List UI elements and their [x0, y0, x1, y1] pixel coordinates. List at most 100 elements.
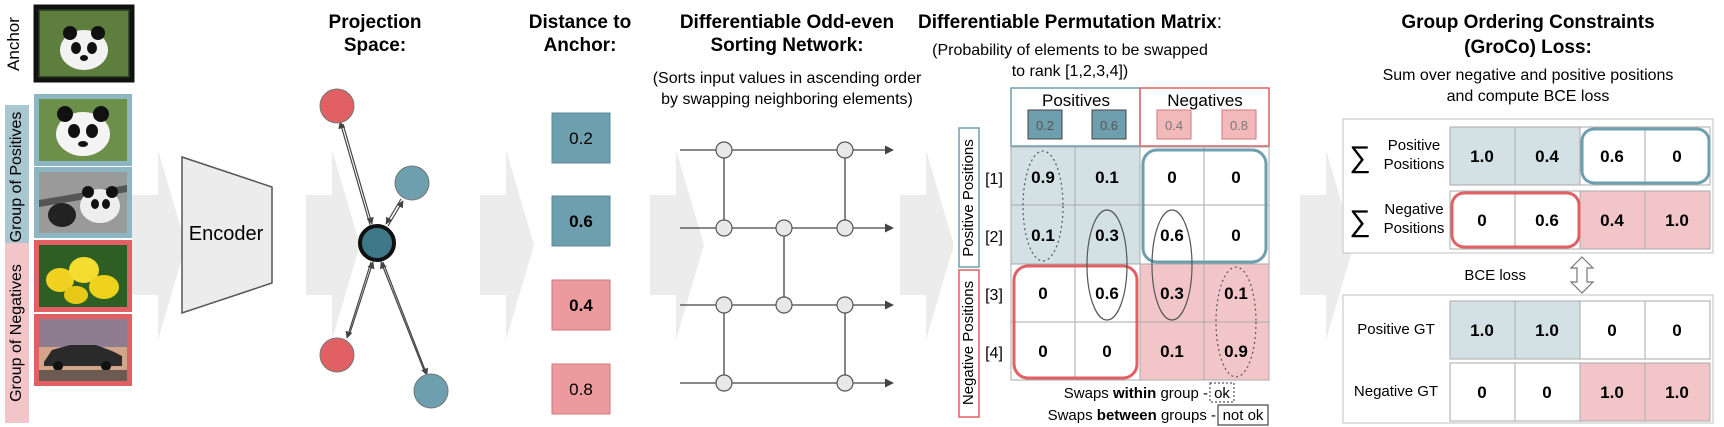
pos-pred-value: 0 [1672, 147, 1681, 166]
anchor-group: Anchor [4, 4, 135, 83]
pos-gt-cell-3 [1579, 300, 1646, 360]
swap-ellipse-dotted-4 [1215, 266, 1257, 378]
positive-positions-bar [958, 127, 980, 268]
distance-box-2 [551, 195, 611, 247]
pos-gt-cell-4 [1644, 300, 1711, 360]
row-label-1: [1] [985, 171, 1003, 188]
sorting-desc-line1: (Sorts input values in ascending order [653, 70, 922, 87]
positive-panda-image-1 [39, 99, 127, 161]
matrix-cell: 0 [1167, 168, 1176, 187]
neg-positions-label-1: Negative [1384, 201, 1443, 218]
swaps-between-status-box [1217, 404, 1269, 426]
flow-arrow-4 [650, 150, 704, 340]
neg-pred-value: 0.6 [1535, 211, 1559, 230]
distance-column: Distance to Anchor: 0.2 0.6 0.4 0.8 [529, 12, 631, 415]
distance-value-3: 0.4 [569, 296, 593, 315]
groco-desc-line1: Sum over negative and positive positions [1383, 67, 1674, 84]
pos-gt-cell-1 [1449, 300, 1516, 360]
negatives-header: Negatives [1167, 91, 1243, 110]
positive-positions-label: Positive Positions [960, 139, 977, 257]
network-node [715, 374, 733, 392]
matrix-cell: 0 [1038, 284, 1047, 303]
bce-double-arrow [1569, 256, 1595, 294]
neg-gt-value: 0 [1477, 383, 1486, 402]
bce-loss-label: BCE loss [1464, 267, 1526, 284]
matrix-cell: 0.1 [1160, 342, 1184, 361]
swaps-within-status: ok [1214, 385, 1230, 402]
matrix-cell: 0.3 [1160, 284, 1184, 303]
flow-arrow-5 [900, 150, 954, 340]
encoder-label: Encoder [189, 223, 264, 245]
matrix-cell: 0.1 [1031, 226, 1055, 245]
groco-title-line2: (GroCo) Loss: [1464, 37, 1592, 58]
matrix-cell: 0 [1038, 342, 1047, 361]
network-node [775, 219, 793, 237]
neg-gt-label: Negative GT [1354, 383, 1438, 400]
neg-pred-cell-1 [1449, 190, 1516, 250]
negative-positions-bar [958, 269, 980, 418]
neg-pred-value: 0 [1477, 211, 1486, 230]
groco-title-line1: Group Ordering Constraints [1401, 12, 1654, 33]
neg-pred-cell-2 [1514, 190, 1581, 250]
sum-symbol-pos: ∑ [1349, 141, 1370, 174]
pos-pred-cell-1 [1449, 126, 1516, 186]
projection-edge-4 [382, 261, 429, 376]
neg-gt-cell-2 [1514, 362, 1581, 422]
column-chip-4 [1221, 109, 1257, 140]
permutation-desc-line2: to rank [1,2,3,4]) [1012, 63, 1129, 80]
neg-gt-cell-1 [1449, 362, 1516, 422]
distance-title-line2: Anchor: [544, 35, 617, 56]
flow-arrow-6 [1300, 150, 1354, 340]
column-chip-3 [1156, 109, 1192, 140]
pos-gt-value: 0 [1607, 321, 1616, 340]
swap-ellipse-2 [1086, 209, 1128, 321]
positive-point-right [394, 165, 430, 201]
projection-edge-1b [342, 123, 374, 225]
matrix-cell: 0 [1231, 168, 1240, 187]
pos-positions-label-1: Positive [1388, 137, 1441, 154]
encoder-trapezoid [181, 155, 273, 315]
flow-arrow-1 [132, 150, 186, 340]
distance-value-4: 0.8 [569, 380, 593, 399]
neg-positions-label-2: Positions [1384, 220, 1445, 237]
network-node [836, 296, 854, 314]
swaps-within-caption: Swaps within group - [1064, 385, 1208, 402]
groco-desc-line2: and compute BCE loss [1447, 88, 1610, 105]
row-label-3: [3] [985, 287, 1003, 304]
sorting-title-line2: Sorting Network: [710, 35, 863, 56]
sorting-network: Differentiable Odd-even Sorting Network:… [653, 12, 922, 392]
swap-ellipse-dotted-1 [1022, 150, 1064, 262]
column-chip-2 [1091, 109, 1127, 140]
negatives-group: Group of Negatives [5, 240, 132, 423]
negative-lemons-image [39, 245, 127, 307]
neg-gt-cell-4 [1644, 362, 1711, 422]
neg-pred-value: 1.0 [1665, 211, 1689, 230]
negative-car-image [39, 319, 127, 381]
pos-pred-highlight [1580, 127, 1711, 185]
sorting-title-line1: Differentiable Odd-even [680, 12, 894, 33]
neg-pred-cell-4 [1644, 190, 1711, 250]
neg-gt-value: 1.0 [1600, 383, 1624, 402]
neg-gt-value: 0 [1542, 383, 1551, 402]
pos-pred-cell-4 [1644, 126, 1711, 186]
projection-space: Projection Space: [319, 12, 449, 409]
anchor-panda-image [40, 11, 128, 76]
pos-gt-value: 1.0 [1470, 321, 1494, 340]
matrix-cell: 0.3 [1095, 226, 1119, 245]
matrix-cell: 0.1 [1224, 284, 1248, 303]
sorting-desc-line2: by swapping neighboring elements) [661, 91, 913, 108]
neg-gt-value: 1.0 [1665, 383, 1689, 402]
permutation-title: Differentiable Permutation Matrix: [918, 12, 1222, 33]
negatives-label: Group of Negatives [8, 264, 25, 402]
column-value-1: 0.2 [1036, 118, 1054, 133]
matrix-cell: 0.9 [1031, 168, 1055, 187]
positives-header: Positives [1042, 91, 1110, 110]
positive-point-bottom [413, 373, 449, 409]
distance-title-line1: Distance to [529, 12, 631, 33]
projection-edge-3b [348, 261, 375, 337]
flow-arrow-3 [480, 150, 534, 340]
pos-gt-label: Positive GT [1357, 321, 1435, 338]
pos-positions-label-2: Positions [1384, 156, 1445, 173]
swaps-between-status: not ok [1223, 407, 1264, 424]
network-node [836, 141, 854, 159]
